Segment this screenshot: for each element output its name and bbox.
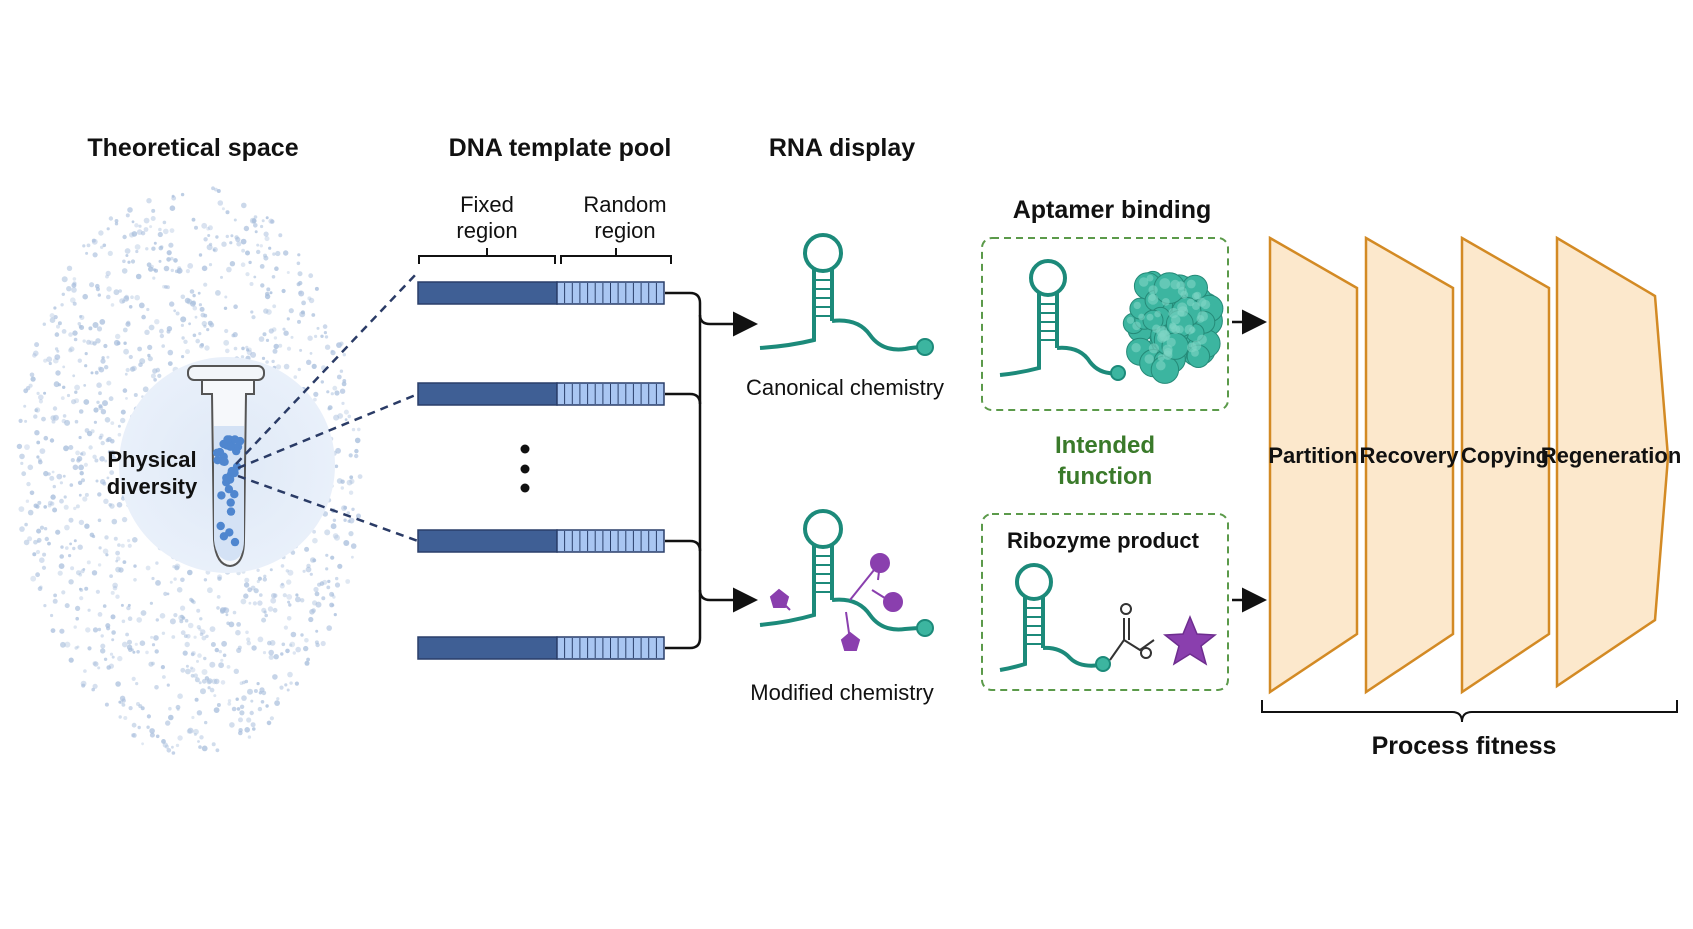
random-region-label-line2: region	[594, 218, 655, 243]
process-fitness-label: Process fitness	[1372, 732, 1557, 760]
ribozyme-product-title: Ribozyme product	[1007, 528, 1200, 553]
product-star-icon	[1162, 615, 1218, 666]
process-stage-regeneration: Regeneration	[1541, 235, 1682, 689]
physical-diversity-label-line1: Physical	[107, 447, 196, 472]
aptamer-rna-hairpin	[999, 259, 1126, 381]
rna-display-title: RNA display	[769, 134, 915, 162]
random-region-label-line1: Random	[583, 192, 666, 217]
modified-rna-hairpin	[759, 509, 934, 637]
fixed-region-label-line1: Fixed	[460, 192, 514, 217]
ribozyme-rna-hairpin	[999, 563, 1111, 672]
region-braces	[418, 248, 672, 264]
aptamer-binding-title: Aptamer binding	[1013, 196, 1212, 224]
chemical-modification-groups	[769, 553, 903, 651]
process-stage-partition: Partition	[1268, 235, 1359, 695]
ellipsis-dots	[520, 444, 530, 493]
ester-linker-icon	[1109, 603, 1155, 661]
test-tube-icon	[187, 365, 265, 568]
physical-diversity-label-line2: diversity	[107, 474, 198, 499]
dna-template-pool-title: DNA template pool	[449, 134, 672, 162]
canonical-rna-hairpin	[759, 233, 934, 356]
target-protein-icon	[1122, 270, 1224, 384]
intended-function-label-line2: function	[1058, 463, 1153, 490]
stage-label-copying: Copying	[1461, 443, 1549, 468]
process-stage-copying: Copying	[1460, 235, 1551, 695]
modified-chemistry-label: Modified chemistry	[750, 680, 933, 705]
dna-template-strands	[417, 281, 665, 660]
stage-label-partition: Partition	[1268, 443, 1357, 468]
canonical-chemistry-label: Canonical chemistry	[746, 375, 944, 400]
tube-to-pool-connectors	[235, 271, 419, 543]
fixed-region-label-line2: region	[456, 218, 517, 243]
theoretical-space-title: Theoretical space	[87, 134, 298, 162]
process-stage-recovery: Recovery	[1359, 235, 1459, 695]
process-fitness-brace	[1261, 700, 1678, 723]
intended-function-label-line1: Intended	[1055, 432, 1155, 459]
stage-label-regeneration: Regeneration	[1541, 443, 1682, 468]
pool-merge-bracket	[665, 291, 758, 650]
stage-label-recovery: Recovery	[1359, 443, 1459, 468]
tube-molecule-dots	[212, 435, 245, 547]
